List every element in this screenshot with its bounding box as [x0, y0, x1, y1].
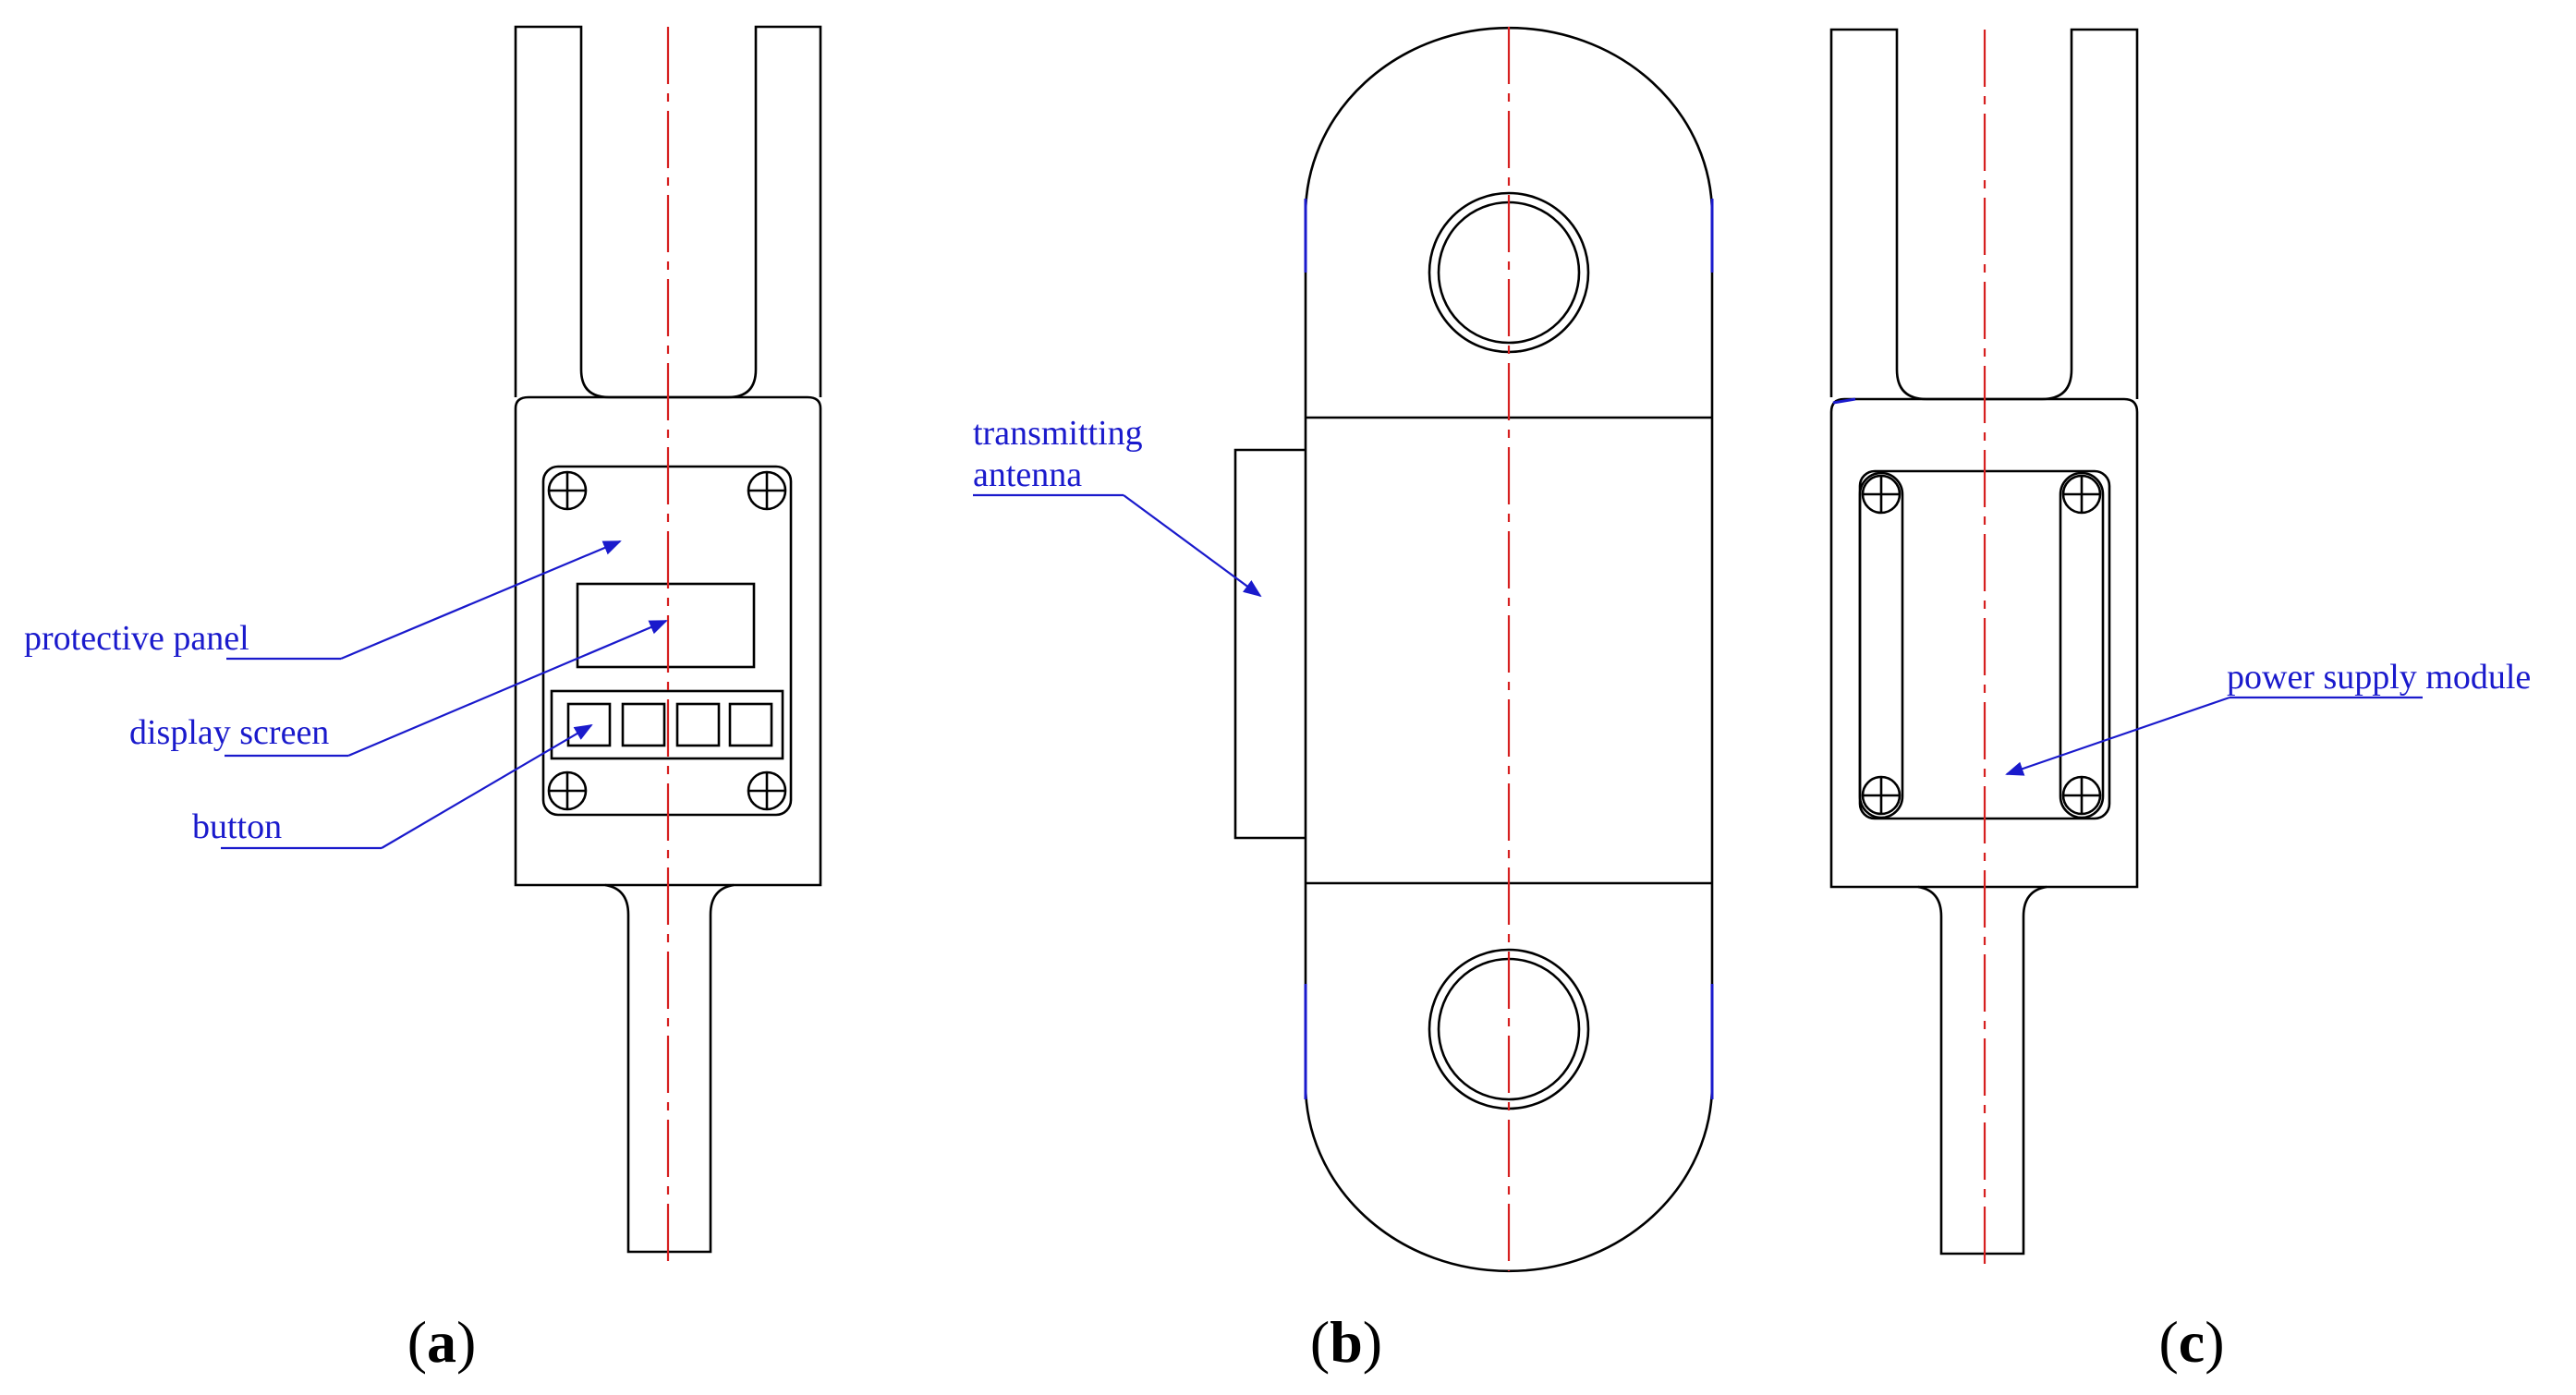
rear-view: power supply module (c) — [1829, 28, 2531, 1375]
protective-panel-label: protective panel — [24, 619, 249, 658]
panel-screw-bottom-right — [747, 770, 787, 811]
front-view: protective panel display screen button (… — [24, 25, 822, 1375]
antenna-block — [1233, 448, 1306, 840]
panel-screw-top-left — [547, 470, 588, 511]
button-2 — [621, 702, 666, 747]
rear-screw-bottom-right — [2061, 775, 2102, 816]
antenna-label-line2: antenna — [973, 455, 1082, 494]
panel-screw-top-right — [747, 470, 787, 511]
caption-b: (b) — [1310, 1309, 1382, 1375]
display-screen-rect — [576, 582, 756, 669]
button-label: button — [192, 807, 282, 846]
power-supply-leader — [2005, 696, 2423, 776]
rear-view-shank — [1917, 885, 2047, 1256]
button-3 — [675, 702, 721, 747]
panel-screw-bottom-left — [547, 770, 588, 811]
display-screen-leader — [225, 619, 668, 758]
rear-slot-right — [2059, 471, 2105, 819]
side-view: transmitting antenna (b) — [973, 26, 1714, 1375]
button-1 — [566, 702, 612, 747]
display-screen-label: display screen — [129, 713, 329, 752]
button-strip — [550, 689, 784, 760]
front-view-shank — [604, 883, 735, 1254]
rear-view-accent — [1832, 397, 1856, 405]
caption-a: (a) — [407, 1309, 477, 1375]
rear-view-body — [1829, 397, 2139, 889]
power-supply-module-label: power supply module — [2227, 658, 2531, 697]
antenna-label-line1: transmitting — [973, 414, 1143, 453]
rear-screw-bottom-left — [1861, 775, 1902, 816]
caption-c: (c) — [2158, 1309, 2224, 1375]
button-4 — [728, 702, 773, 747]
rear-screw-top-right — [2061, 474, 2102, 515]
rear-slot-left — [1858, 471, 1904, 819]
antenna-leader — [973, 493, 1262, 598]
button-leader — [221, 723, 593, 850]
rear-screw-top-left — [1861, 474, 1902, 515]
protective-panel-leader — [226, 540, 622, 661]
front-view-body — [514, 395, 822, 887]
